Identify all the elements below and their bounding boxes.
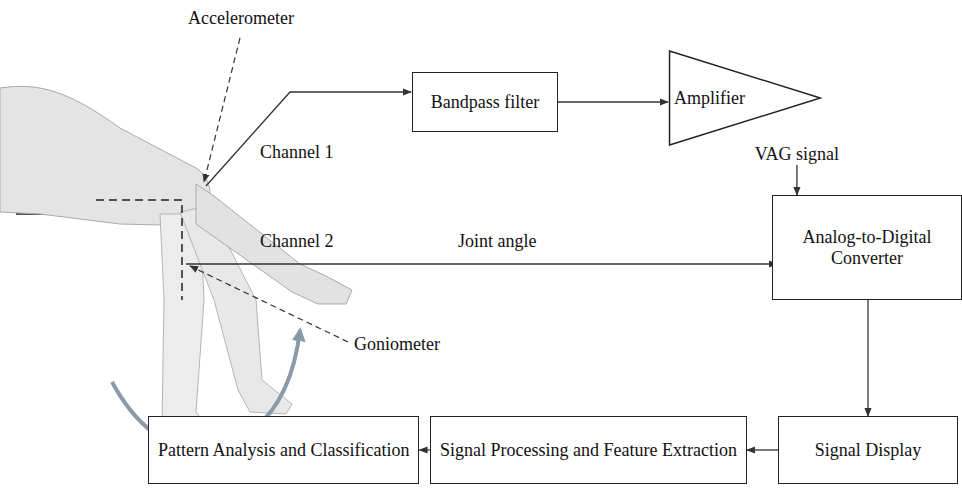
- text-group: Amplifier: [674, 88, 745, 109]
- text-group: Signal Processing and Feature Extraction: [440, 440, 737, 461]
- connector-arrow: [558, 101, 668, 102]
- sensor-label: Goniometer: [354, 334, 440, 355]
- process-box: Signal Display: [778, 416, 958, 484]
- box-text: Bandpass filter: [431, 92, 539, 113]
- process-box: Pattern Analysis and Classification: [148, 416, 419, 484]
- process-box: Signal Processing and Feature Extraction: [430, 416, 747, 484]
- text-group: Analog-to-Digital Converter: [781, 227, 953, 268]
- box-text: Signal Display: [815, 440, 922, 461]
- box-text: Analog-to-Digital Converter: [781, 227, 953, 268]
- channel-label: Channel 2: [260, 231, 334, 252]
- text-group: Signal Display: [815, 440, 922, 461]
- text-group: Pattern Analysis and Classification: [158, 440, 409, 461]
- box-text: Amplifier: [674, 88, 745, 109]
- channel-label: Channel 1: [260, 142, 334, 163]
- amplifier-triangle: Amplifier: [668, 50, 822, 146]
- process-box: Bandpass filter: [412, 72, 558, 132]
- text-group: Bandpass filter: [431, 92, 539, 113]
- connector-arrow: [867, 300, 868, 416]
- connector-arrow: [419, 449, 430, 450]
- box-text: Signal Processing and Feature Extraction: [440, 440, 737, 461]
- sensor-label: Accelerometer: [188, 8, 294, 29]
- box-text: Pattern Analysis and Classification: [158, 440, 409, 461]
- connector-arrow: [747, 449, 778, 450]
- signal-label: VAG signal: [753, 144, 841, 165]
- process-box: Analog-to-Digital Converter: [772, 195, 962, 300]
- signal-label: Joint angle: [458, 231, 537, 252]
